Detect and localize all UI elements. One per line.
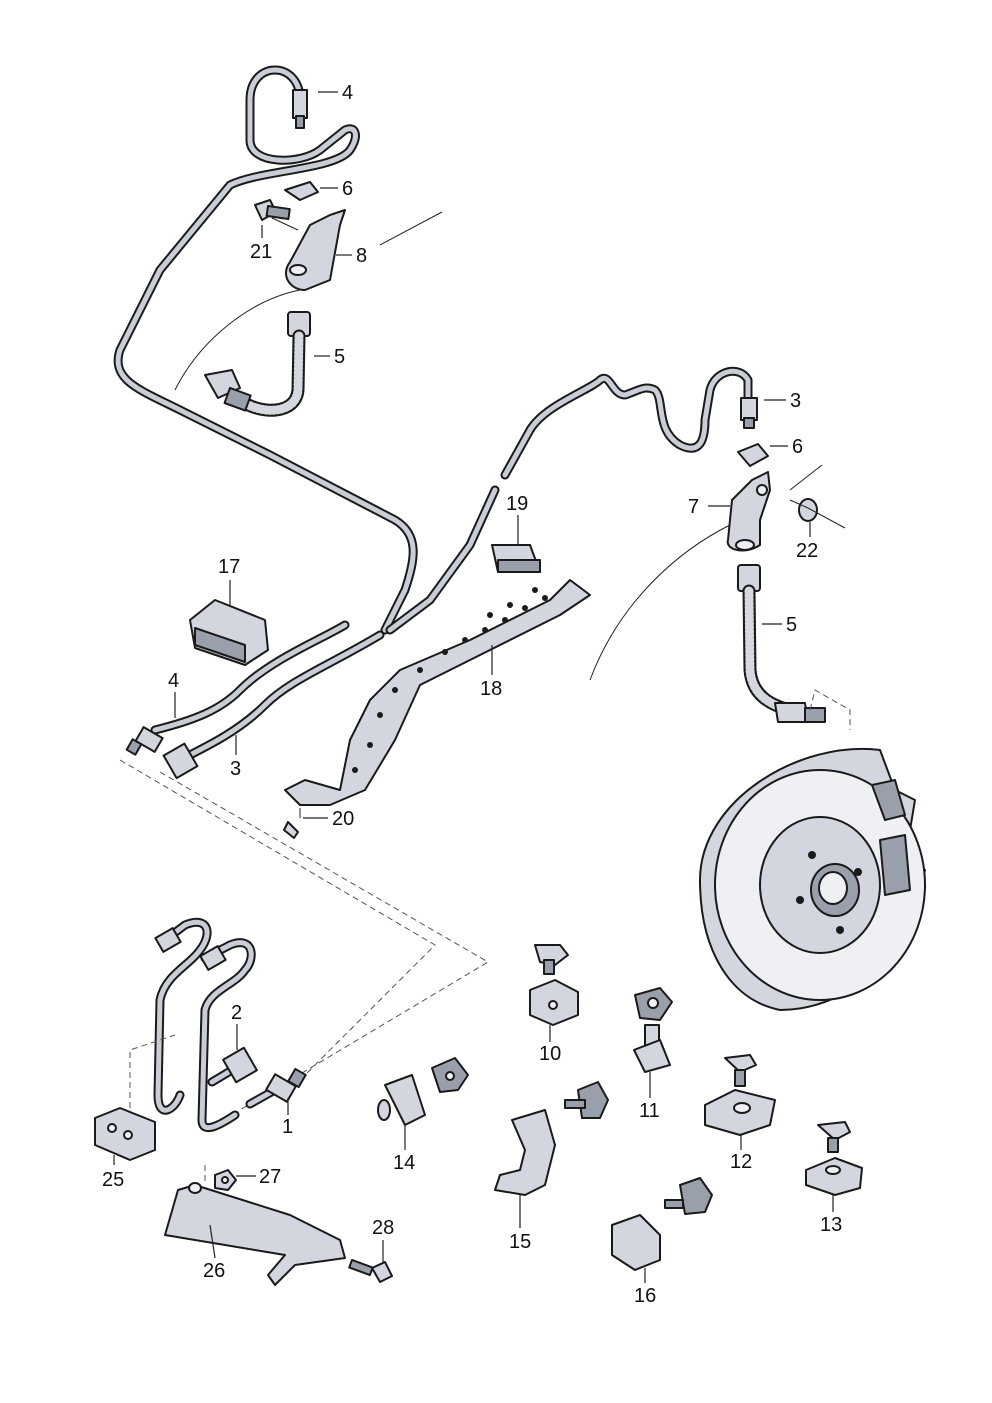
rivet-22 bbox=[789, 498, 846, 529]
retaining-clip-6b bbox=[737, 443, 769, 467]
retaining-clip-6a bbox=[284, 181, 319, 201]
fastener-11 bbox=[633, 987, 673, 1073]
fastener-13 bbox=[805, 1121, 863, 1196]
callout-1: 1 bbox=[282, 1116, 293, 1138]
ref-line-4 bbox=[789, 464, 823, 491]
cover-17 bbox=[189, 599, 269, 666]
callout-11: 11 bbox=[639, 1100, 660, 1122]
callout-27: 27 bbox=[259, 1166, 281, 1188]
callout-15: 15 bbox=[509, 1231, 531, 1253]
brake-disc bbox=[699, 747, 926, 1011]
callout-5b: 5 bbox=[786, 614, 797, 636]
bracket-assembly-left bbox=[204, 181, 346, 417]
callout-3b: 3 bbox=[230, 758, 241, 780]
callout-6a: 6 bbox=[342, 178, 353, 200]
callout-8: 8 bbox=[356, 245, 367, 267]
callout-16: 16 bbox=[634, 1285, 656, 1307]
brake-line-rear bbox=[175, 366, 758, 765]
ref-line-1 bbox=[174, 289, 301, 391]
bracket-7 bbox=[726, 471, 771, 552]
callout-7: 7 bbox=[688, 496, 699, 518]
bolt-21 bbox=[254, 199, 291, 221]
callout-19: 19 bbox=[506, 493, 528, 515]
line-fittings-mid bbox=[125, 726, 199, 780]
holder-25 bbox=[94, 1034, 176, 1161]
fastener-16 bbox=[611, 1177, 713, 1271]
callout-10: 10 bbox=[539, 1043, 561, 1065]
callout-labels: 4 6 21 8 5 3 6 7 22 19 17 5 18 4 3 20 2 … bbox=[102, 82, 842, 1307]
callout-20: 20 bbox=[332, 808, 354, 830]
callout-28: 28 bbox=[372, 1217, 394, 1239]
brake-hose-5b bbox=[737, 564, 826, 723]
callout-3a: 3 bbox=[790, 390, 801, 412]
nut-27 bbox=[204, 1165, 237, 1191]
callout-12: 12 bbox=[730, 1151, 752, 1173]
fastener-10 bbox=[529, 944, 579, 1026]
callout-4a: 4 bbox=[342, 82, 353, 104]
callout-13: 13 bbox=[820, 1214, 842, 1236]
fastener-12 bbox=[704, 1054, 776, 1136]
clip-15 bbox=[494, 1081, 609, 1196]
leader-lines bbox=[113, 91, 834, 1283]
callout-4b: 4 bbox=[168, 670, 179, 692]
callout-5a: 5 bbox=[334, 346, 345, 368]
callout-17: 17 bbox=[218, 556, 240, 578]
dashed-guide-1 bbox=[119, 759, 436, 1076]
union-nut-2 bbox=[222, 1046, 258, 1084]
callout-18: 18 bbox=[480, 678, 502, 700]
bracket-8 bbox=[285, 209, 346, 291]
callout-2: 2 bbox=[231, 1002, 242, 1024]
ref-line-3 bbox=[589, 524, 731, 681]
callout-6b: 6 bbox=[792, 436, 803, 458]
screw-20 bbox=[283, 808, 301, 839]
callout-21: 21 bbox=[250, 241, 272, 263]
brake-lines-lower bbox=[153, 917, 307, 1133]
callout-14: 14 bbox=[393, 1152, 415, 1174]
bolt-28 bbox=[348, 1258, 393, 1283]
bracket-assembly-right bbox=[726, 443, 851, 730]
ref-line-2 bbox=[379, 211, 443, 246]
brake-hose-5a bbox=[204, 311, 311, 417]
dashed-guide-2 bbox=[159, 771, 489, 1111]
bracket-18 bbox=[284, 579, 591, 806]
callout-22: 22 bbox=[796, 540, 818, 562]
callout-25: 25 bbox=[102, 1169, 124, 1191]
brake-line-front-left bbox=[113, 65, 418, 735]
clip-19 bbox=[491, 544, 541, 573]
union-nut-4a bbox=[292, 89, 308, 119]
clip-14 bbox=[377, 1057, 469, 1126]
bracket-26 bbox=[164, 1182, 346, 1286]
callout-26: 26 bbox=[203, 1260, 225, 1282]
union-nut-3a bbox=[740, 397, 758, 421]
union-nut-1 bbox=[265, 1073, 297, 1103]
